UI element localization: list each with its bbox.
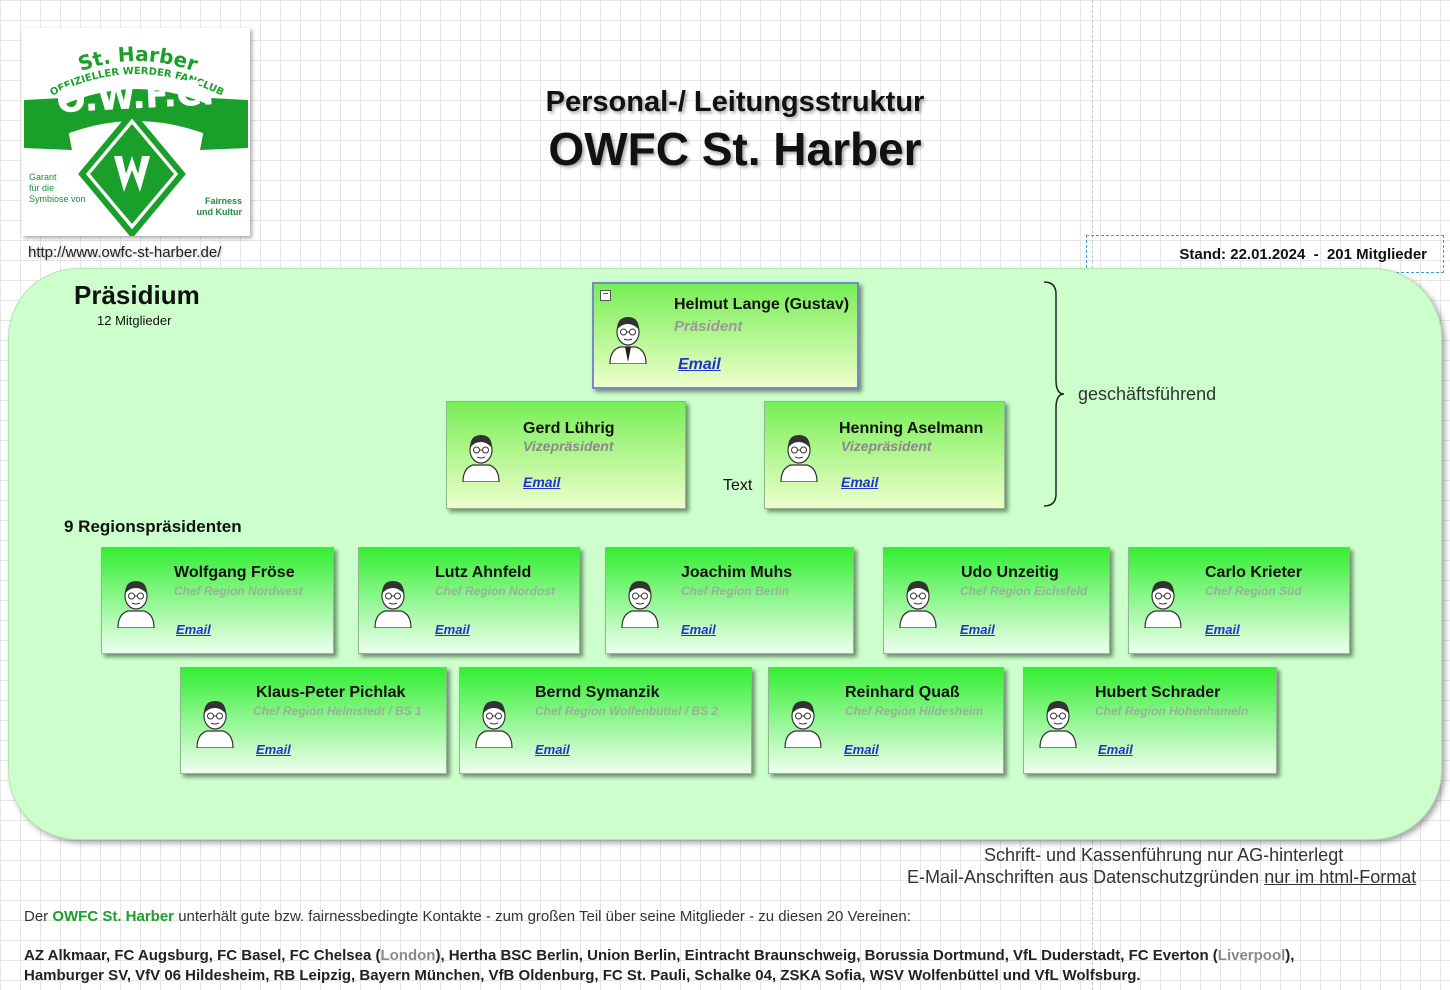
club-logo: St. Harber OFFIZIELLER WERDER FANCLUB O.…: [22, 28, 250, 236]
region-card-sued[interactable]: Carlo Krieter Chef Region Süd Email: [1128, 547, 1350, 654]
person-card-vice-2[interactable]: Henning Aselmann Vizepräsident Email: [764, 401, 1005, 509]
email-link[interactable]: Email: [176, 622, 211, 637]
stand-text: Stand: 22.01.2024 - 201 Mitglieder: [1179, 246, 1427, 263]
club-name: OWFC St. Harber: [52, 908, 175, 925]
person-card-president[interactable]: − Helmut Lange (Gustav) Präsident Email: [592, 282, 859, 389]
person-role: Chef Region Nordost: [435, 584, 555, 598]
text-label: Text: [723, 477, 753, 494]
email-link[interactable]: Email: [844, 742, 879, 757]
person-role: Präsident: [674, 318, 743, 335]
region-card-nordwest[interactable]: Wolfgang Fröse Chef Region Nordwest Emai…: [101, 547, 334, 654]
email-link[interactable]: Email: [435, 622, 470, 637]
region-card-berlin[interactable]: Joachim Muhs Chef Region Berlin Email: [605, 547, 854, 654]
person-avatar-icon: [1144, 581, 1182, 628]
email-link[interactable]: Email: [841, 474, 879, 490]
person-avatar-icon: [475, 701, 513, 748]
stand-box[interactable]: Stand: 22.01.2024 - 201 Mitglieder: [1086, 235, 1444, 273]
kontakte-line-2: Hamburger SV, VfV 06 Hildesheim, RB Leip…: [24, 967, 1141, 984]
person-avatar-icon: [374, 581, 412, 628]
region-card-hohenhameln[interactable]: Hubert Schrader Chef Region Hohenhameln …: [1023, 667, 1277, 774]
person-avatar-icon: [784, 701, 822, 748]
region-card-nordost[interactable]: Lutz Ahnfeld Chef Region Nordost Email: [358, 547, 580, 654]
person-name: Carlo Krieter: [1205, 564, 1302, 581]
email-link[interactable]: Email: [535, 742, 570, 757]
kontakte-list: AZ Alkmaar, FC Augsburg, FC Basel, FC Ch…: [24, 946, 1434, 986]
person-role: Vizepräsident: [523, 438, 614, 454]
person-role: Chef Region Süd: [1205, 584, 1302, 598]
person-role: Chef Region Nordwest: [174, 584, 303, 598]
person-avatar-icon: [621, 581, 659, 628]
person-avatar-icon: [609, 317, 647, 364]
email-link[interactable]: Email: [1205, 622, 1240, 637]
praesidium-count: 12 Mitglieder: [97, 313, 172, 328]
person-role: Chef Region Hohenhameln: [1095, 704, 1249, 718]
person-name: Hubert Schrader: [1095, 684, 1221, 701]
person-name: Bernd Symanzik: [535, 684, 660, 701]
person-name: Lutz Ahnfeld: [435, 564, 532, 581]
person-avatar-icon: [1039, 701, 1077, 748]
note-datenschutz: E-Mail-Anschriften aus Datenschutzgründe…: [907, 867, 1417, 887]
html-format-link[interactable]: nur im html-Format: [1264, 867, 1417, 887]
page-title-line1: Personal-/ Leitungsstruktur: [545, 86, 925, 118]
person-name: Henning Aselmann: [839, 420, 984, 437]
brace-icon: [1043, 281, 1065, 507]
person-avatar-icon: [780, 435, 818, 482]
person-role: Chef Region Wolfenbüttel / BS 2: [535, 704, 719, 718]
regions-heading: 9 Regionspräsidenten: [64, 517, 242, 536]
person-role: Chef Region Eichsfeld: [960, 584, 1088, 598]
region-card-eichsfeld[interactable]: Udo Unzeitig Chef Region Eichsfeld Email: [883, 547, 1110, 654]
person-avatar-icon: [899, 581, 937, 628]
email-link[interactable]: Email: [960, 622, 995, 637]
person-name: Udo Unzeitig: [961, 564, 1059, 581]
email-link[interactable]: Email: [681, 622, 716, 637]
note-kassenfuehrung: Schrift- und Kassenführung nur AG-hinter…: [984, 845, 1344, 865]
email-link[interactable]: Email: [678, 356, 721, 373]
person-avatar-icon: [117, 581, 155, 628]
email-link[interactable]: Email: [523, 474, 561, 490]
region-card-helmstedt[interactable]: Klaus-Peter Pichlak Chef Region Helmsted…: [180, 667, 447, 774]
email-link[interactable]: Email: [1098, 742, 1133, 757]
logo-abbr: O.W.F.C.: [56, 73, 216, 121]
person-name: Reinhard Quaß: [845, 684, 960, 701]
person-name: Wolfgang Fröse: [174, 564, 295, 581]
region-card-hildesheim[interactable]: Reinhard Quaß Chef Region Hildesheim Ema…: [768, 667, 1004, 774]
person-name: Joachim Muhs: [681, 564, 793, 581]
kontakte-line-1: AZ Alkmaar, FC Augsburg, FC Basel, FC Ch…: [24, 947, 1295, 964]
person-name: Klaus-Peter Pichlak: [256, 684, 406, 701]
region-card-wolfenbuettel[interactable]: Bernd Symanzik Chef Region Wolfenbüttel …: [459, 667, 752, 774]
website-link[interactable]: http://www.owfc-st-harber.de/: [28, 244, 222, 261]
person-name: Gerd Lührig: [523, 420, 615, 437]
person-name: Helmut Lange (Gustav): [674, 296, 850, 313]
page-title-line2: OWFC St. Harber: [548, 123, 922, 175]
email-link[interactable]: Email: [256, 742, 291, 757]
kontakte-intro: Der OWFC St. Harber unterhält gute bzw. …: [24, 908, 911, 925]
brace-label: geschäftsführend: [1078, 384, 1217, 404]
logo-graphic: St. Harber OFFIZIELLER WERDER FANCLUB O.…: [24, 42, 248, 236]
logo-right-caption: Fairness und Kultur: [196, 196, 243, 217]
person-role: Chef Region Hildesheim: [845, 704, 984, 718]
praesidium-title: Präsidium: [74, 280, 200, 310]
person-role: Chef Region Berlin: [681, 584, 790, 598]
person-role: Chef Region Helmstedt / BS 1: [253, 704, 422, 718]
logo-left-caption: Garant für die Symbiose von: [29, 172, 86, 204]
collapse-button[interactable]: −: [600, 290, 611, 301]
person-card-vice-1[interactable]: Gerd Lührig Vizepräsident Email: [446, 401, 686, 509]
person-avatar-icon: [196, 701, 234, 748]
person-role: Vizepräsident: [841, 438, 932, 454]
person-avatar-icon: [462, 435, 500, 482]
